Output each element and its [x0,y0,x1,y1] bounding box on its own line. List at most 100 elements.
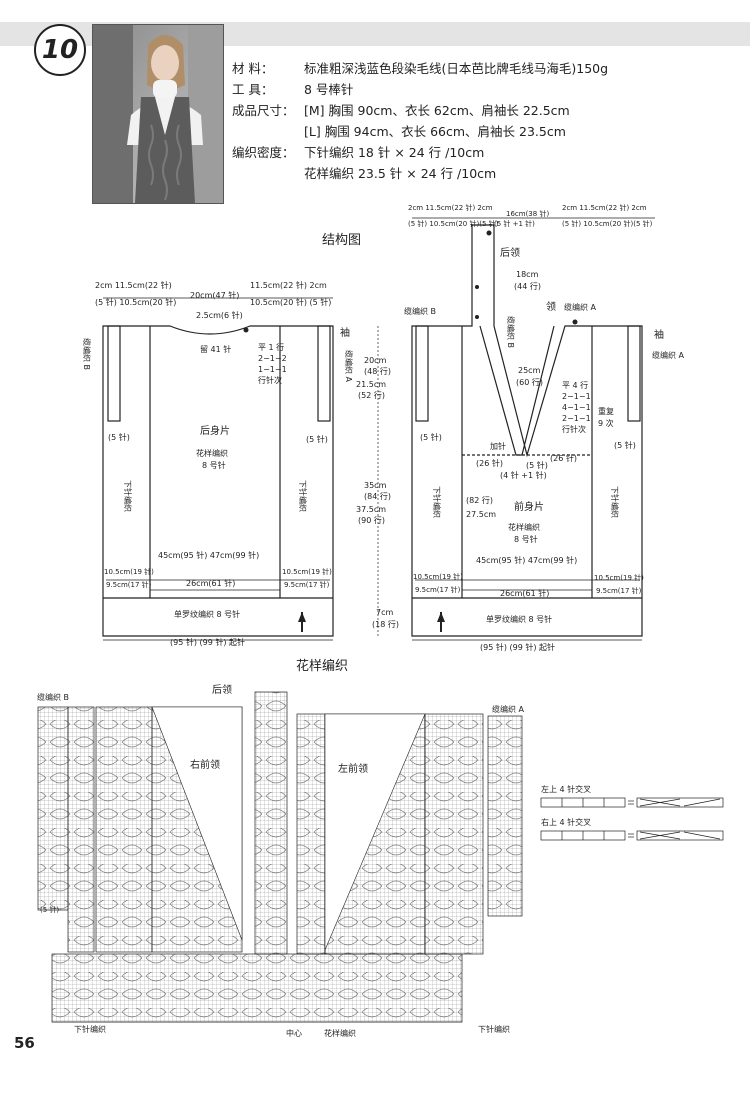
back-side-right: 下针编织 [298,480,308,512]
back-shaping-1: 2−1−2 [258,354,287,363]
front-st4-1: (4 针 +1 针) [500,470,547,480]
front-top-dims-1b: (5 针) 10.5cm(20 针)(5 针) [408,219,499,228]
front-st26-left: (26 针) [476,458,503,468]
chart-left-front: 左前领 [338,762,368,775]
front-neck-len-1: (44 行) [514,281,541,291]
legend-2-label: 右上 4 针交叉 [541,817,591,827]
back-width-mid: 45cm(95 针) 47cm(99 针) [158,550,259,560]
back-body-len-3: (90 行) [358,515,385,525]
front-side-w2-left: 9.5cm(17 针) [415,585,461,594]
pattern-number-badge: 10 [34,24,86,76]
pattern-number: 10 [41,35,79,65]
front-shaping-1: 2−1−1 [562,392,591,401]
chart-block-cable-a-cables [488,716,522,916]
front-st5-center: (5 针) [526,460,548,470]
size-l: [L] 胸围 94cm、衣长 66cm、肩袖长 23.5cm [304,124,566,139]
front-side-w2-right: 9.5cm(17 针) [596,586,642,595]
front-shaping-0: 平 4 行 [562,380,588,390]
front-side-w1-left: 10.5cm(19 针) [413,572,463,581]
gauge-label: 编织密度： [232,145,295,160]
front-side-w1-right: 10.5cm(19 针) [594,573,644,582]
front-cable-b-mid: 缆编织 B [506,316,516,348]
front-collar: 领 [546,300,556,313]
chart-block-back-neck-b-cables [297,714,325,954]
front-cable-a-top: 缆编织 A [564,302,597,312]
chart-block-left-panel-cables [68,707,94,952]
back-keep: 留 41 针 [200,344,231,354]
back-neck-width: 20cm(47 针) [190,290,239,300]
structure-title: 结构图 [322,233,361,248]
material-label: 材 料： [232,61,274,76]
front-cable-a: 缆编织 A [652,350,685,360]
front-repeat-1: 9 次 [598,418,614,428]
back-pattern: 花样编织 [196,448,228,458]
front-piece-name: 前身片 [514,500,544,513]
materials-info: 材 料： 标准粗深浅蓝色段染毛线(日本芭比牌毛线马海毛)150g 工 具： 8 号棒… [232,58,742,184]
back-rib-len-0: 7cm [376,608,393,617]
back-shaping-2: 1−1−1 [258,365,287,374]
material-value: 标准粗深浅蓝色段染毛线(日本芭比牌毛线马海毛)150g [304,61,609,76]
chart-back-neck: 后领 [212,683,232,696]
back-side-w1-right: 10.5cm(19 针) [282,567,332,576]
right-front-neck-cutout [151,706,243,941]
back-side-left: 下针编织 [123,480,133,512]
back-body-len-0: 35cm [364,481,387,490]
front-top-dims-2: 2cm 11.5cm(22 针) 2cm [562,203,647,212]
chart-title: 花样编织 [296,658,348,674]
back-top-dims-1: 2cm 11.5cm(22 针) [95,280,172,290]
back-st5-left: (5 针) [108,432,130,442]
front-rib: 单罗纹编织 8 号针 [486,614,552,624]
back-top-dims-2: 11.5cm(22 针) 2cm [250,280,327,290]
front-rows78: 27.5cm [466,510,496,519]
front-cast-on: (95 针) (99 针) 起针 [480,642,555,652]
back-armhole-0: 20cm [364,356,387,365]
chart-bottom-center: 中心 [286,1028,302,1038]
back-armhole-2: 21.5cm [356,380,386,389]
front-rows82: (82 行) [466,495,493,505]
front-side-right: 下针编织 [610,486,620,518]
chart-block-cable-b-cables [38,707,68,910]
front-st26-right: (26 针) [550,453,577,463]
front-shaping-3: 2−1−1 [562,414,591,423]
chart-cable-a: 缆编织 A [492,704,525,714]
legend-2-symbol [540,830,724,841]
chart-bottom-pattern: 花样编织 [324,1028,356,1038]
front-width-mid: 45cm(95 针) 47cm(99 针) [476,555,577,565]
size-row: 成品尺寸：[M] 胸围 90cm、衣长 62cm、肩袖长 22.5cm [232,100,742,121]
front-side-left: 下针编织 [432,486,442,518]
back-rib: 单罗纹编织 8 号针 [174,609,240,619]
front-needle: 8 号针 [514,534,538,544]
front-top-mid-b: (5 针 +1 针) [494,219,535,228]
gauge-1: 下针编织 18 针 × 24 行 /10cm [304,145,485,160]
tool-label: 工 具： [232,82,274,97]
tool-row: 工 具： 8 号棒针 [232,79,742,100]
front-back-neck: 后领 [500,246,520,259]
front-top-dims-1: 2cm 11.5cm(22 针) 2cm [408,203,493,212]
page-number: 56 [14,1034,35,1052]
front-neck-len-0: 18cm [516,270,539,279]
legend-1-symbol [540,797,724,808]
gauge-2: 花样编织 23.5 针 × 24 行 /10cm [304,166,497,181]
chart-block-bottom-cables [52,954,462,1022]
size-label: 成品尺寸： [232,103,295,118]
back-cast-on: (95 针) (99 针) 起针 [170,637,245,647]
gauge-row: 编织密度： 下针编织 18 针 × 24 行 /10cm [232,142,742,163]
back-needle: 8 号针 [202,460,226,470]
back-shaping-0: 平 1 行 [258,342,284,352]
back-sleeve: 袖 [340,326,350,339]
legend-1-label: 左上 4 针交叉 [541,784,591,794]
back-center-w: 26cm(61 针) [186,578,235,588]
chart-right-front: 右前领 [190,758,220,771]
front-pattern: 花样编织 [508,522,540,532]
chart-block-left-front-b-cables [425,714,483,954]
chart-bottom-right: 下针编织 [478,1024,510,1034]
back-cable-b: 缆编织 B [82,338,92,370]
front-sleeve: 袖 [654,328,664,341]
material-row: 材 料： 标准粗深浅蓝色段染毛线(日本芭比牌毛线马海毛)150g [232,58,742,79]
back-side-w2-right: 9.5cm(17 针) [284,580,330,589]
tool-value: 8 号棒针 [304,82,354,97]
chart-block-right-front-a-cables [96,707,152,952]
front-cable-b-top: 缆编织 B [404,306,436,316]
back-side-w2-left: 9.5cm(17 针) [106,580,152,589]
